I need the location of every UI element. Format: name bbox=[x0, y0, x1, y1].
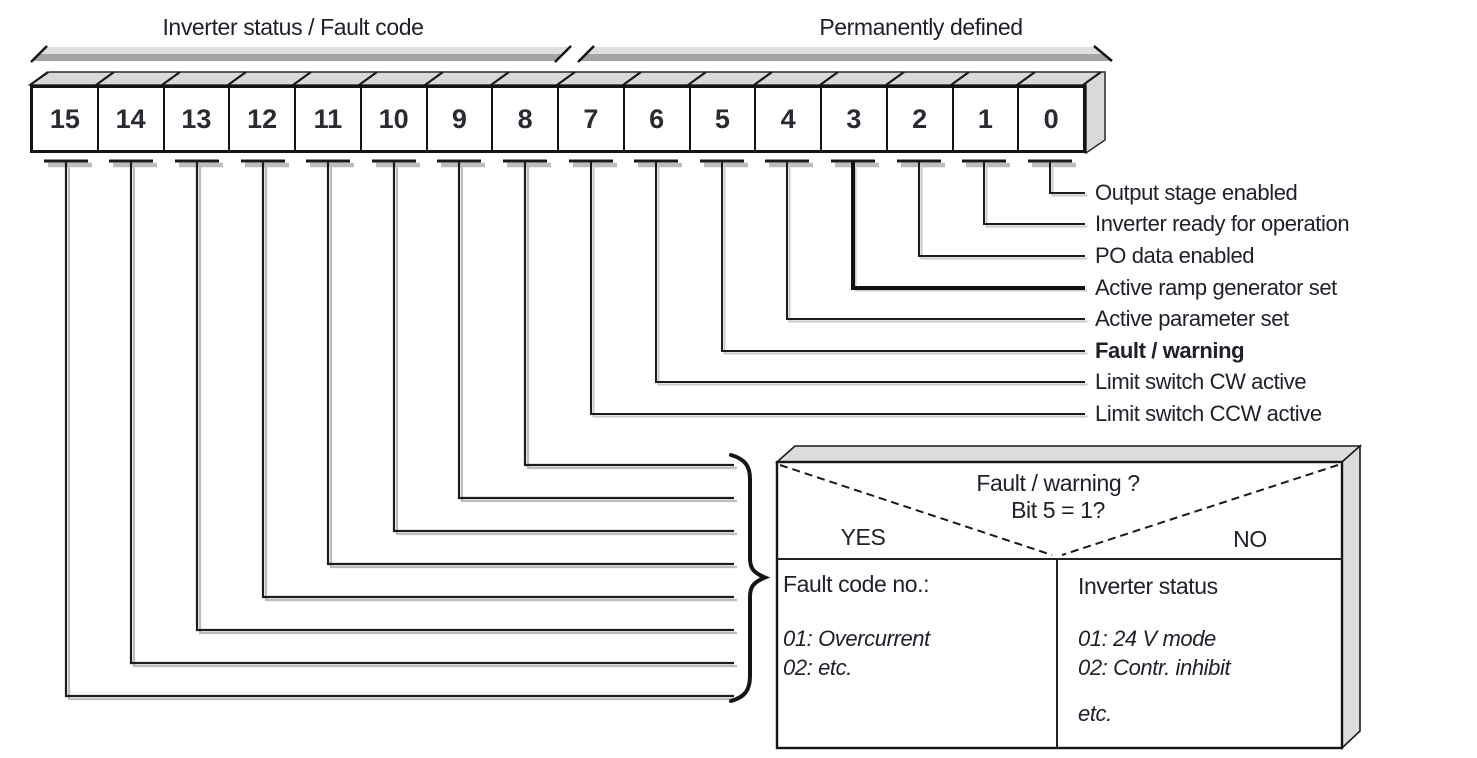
decision-box-frame bbox=[774, 444, 1363, 750]
bit-5-label: Fault / warning bbox=[1095, 338, 1245, 363]
bit-7-label: Limit switch CCW active bbox=[1095, 401, 1322, 426]
bit-cell-7: 7 bbox=[557, 88, 623, 150]
bit-number: 15 bbox=[49, 103, 80, 134]
bit-number: 7 bbox=[583, 103, 599, 134]
decision-question-line1: Fault / warning ? bbox=[976, 470, 1140, 496]
bit-cell-2: 2 bbox=[885, 88, 952, 150]
bit-cell-13: 13 bbox=[162, 88, 229, 150]
bit-cell-12: 12 bbox=[228, 88, 294, 150]
bit-number: 1 bbox=[977, 103, 993, 134]
bit-0-label: Output stage enabled bbox=[1095, 180, 1298, 205]
bit-number: 9 bbox=[451, 103, 467, 134]
no-column-item: 02: Contr. inhibit bbox=[1078, 655, 1231, 680]
bit-cell-3: 3 bbox=[820, 88, 886, 150]
decision-question-line2: Bit 5 = 1? bbox=[1011, 497, 1105, 523]
right-group-title: Permanently defined bbox=[819, 14, 1023, 40]
decision-no-label: NO bbox=[1233, 526, 1267, 552]
bit-2-label: PO data enabled bbox=[1095, 243, 1255, 268]
no-column-item: etc. bbox=[1078, 701, 1112, 726]
bit-cell-9: 9 bbox=[425, 88, 492, 150]
bit-cell-0: 0 bbox=[1017, 88, 1083, 150]
bit-cell-8: 8 bbox=[491, 88, 557, 150]
group-ribbon-left bbox=[30, 45, 572, 63]
bit-3-label: Active ramp generator set bbox=[1095, 275, 1337, 300]
no-column-item: 01: 24 V mode bbox=[1078, 626, 1216, 651]
leader-shadows-left bbox=[67, 164, 737, 701]
leader-shadows-right bbox=[592, 163, 1088, 418]
left-group-title: Inverter status / Fault code bbox=[162, 14, 424, 40]
curly-brace bbox=[729, 453, 771, 703]
bit-number: 13 bbox=[181, 103, 212, 134]
bit-cell-1: 1 bbox=[951, 88, 1018, 150]
bit-cell-5: 5 bbox=[688, 88, 755, 150]
bit-number: 6 bbox=[649, 103, 665, 134]
bit-number: 5 bbox=[714, 103, 730, 134]
bit-6-label: Limit switch CW active bbox=[1095, 369, 1307, 394]
bit-number: 4 bbox=[780, 103, 796, 134]
leader-lines-bits-8-15 bbox=[64, 161, 734, 698]
bit-cell-15: 15 bbox=[33, 88, 97, 150]
leader-lines-bits-0-7 bbox=[590, 161, 1085, 415]
bit-number: 14 bbox=[115, 103, 146, 134]
bit-4-label: Active parameter set bbox=[1095, 306, 1289, 331]
group-ribbon-right bbox=[577, 45, 1113, 63]
yes-column-item: 02: etc. bbox=[783, 655, 852, 680]
yes-column-item: 01: Overcurrent bbox=[783, 626, 930, 651]
bit-number: 2 bbox=[912, 103, 928, 134]
bit-cell-10: 10 bbox=[359, 88, 426, 150]
bit-number: 8 bbox=[517, 103, 533, 134]
decision-yes-label: YES bbox=[840, 524, 886, 550]
bit-number: 10 bbox=[378, 103, 409, 134]
leader-line-bit-3-thick bbox=[851, 161, 1085, 290]
yes-column-title: Fault code no.: bbox=[783, 571, 930, 597]
bit-number: 3 bbox=[846, 103, 862, 134]
bit-cell-6: 6 bbox=[622, 88, 689, 150]
bit-row-extrusion bbox=[27, 71, 1106, 155]
bit-number: 11 bbox=[313, 103, 343, 134]
bit-cell-4: 4 bbox=[754, 88, 820, 150]
status-word-bit-row: 15 14 13 12 11 10 9 8 7 6 5 4 3 2 1 0 bbox=[30, 85, 1086, 153]
bit-cell-11: 11 bbox=[294, 88, 360, 150]
bit-cell-14: 14 bbox=[96, 88, 163, 150]
bit-number: 0 bbox=[1043, 103, 1059, 134]
no-column-title: Inverter status bbox=[1078, 573, 1218, 599]
bit-number: 12 bbox=[247, 103, 278, 134]
bit-1-label: Inverter ready for operation bbox=[1095, 211, 1350, 236]
